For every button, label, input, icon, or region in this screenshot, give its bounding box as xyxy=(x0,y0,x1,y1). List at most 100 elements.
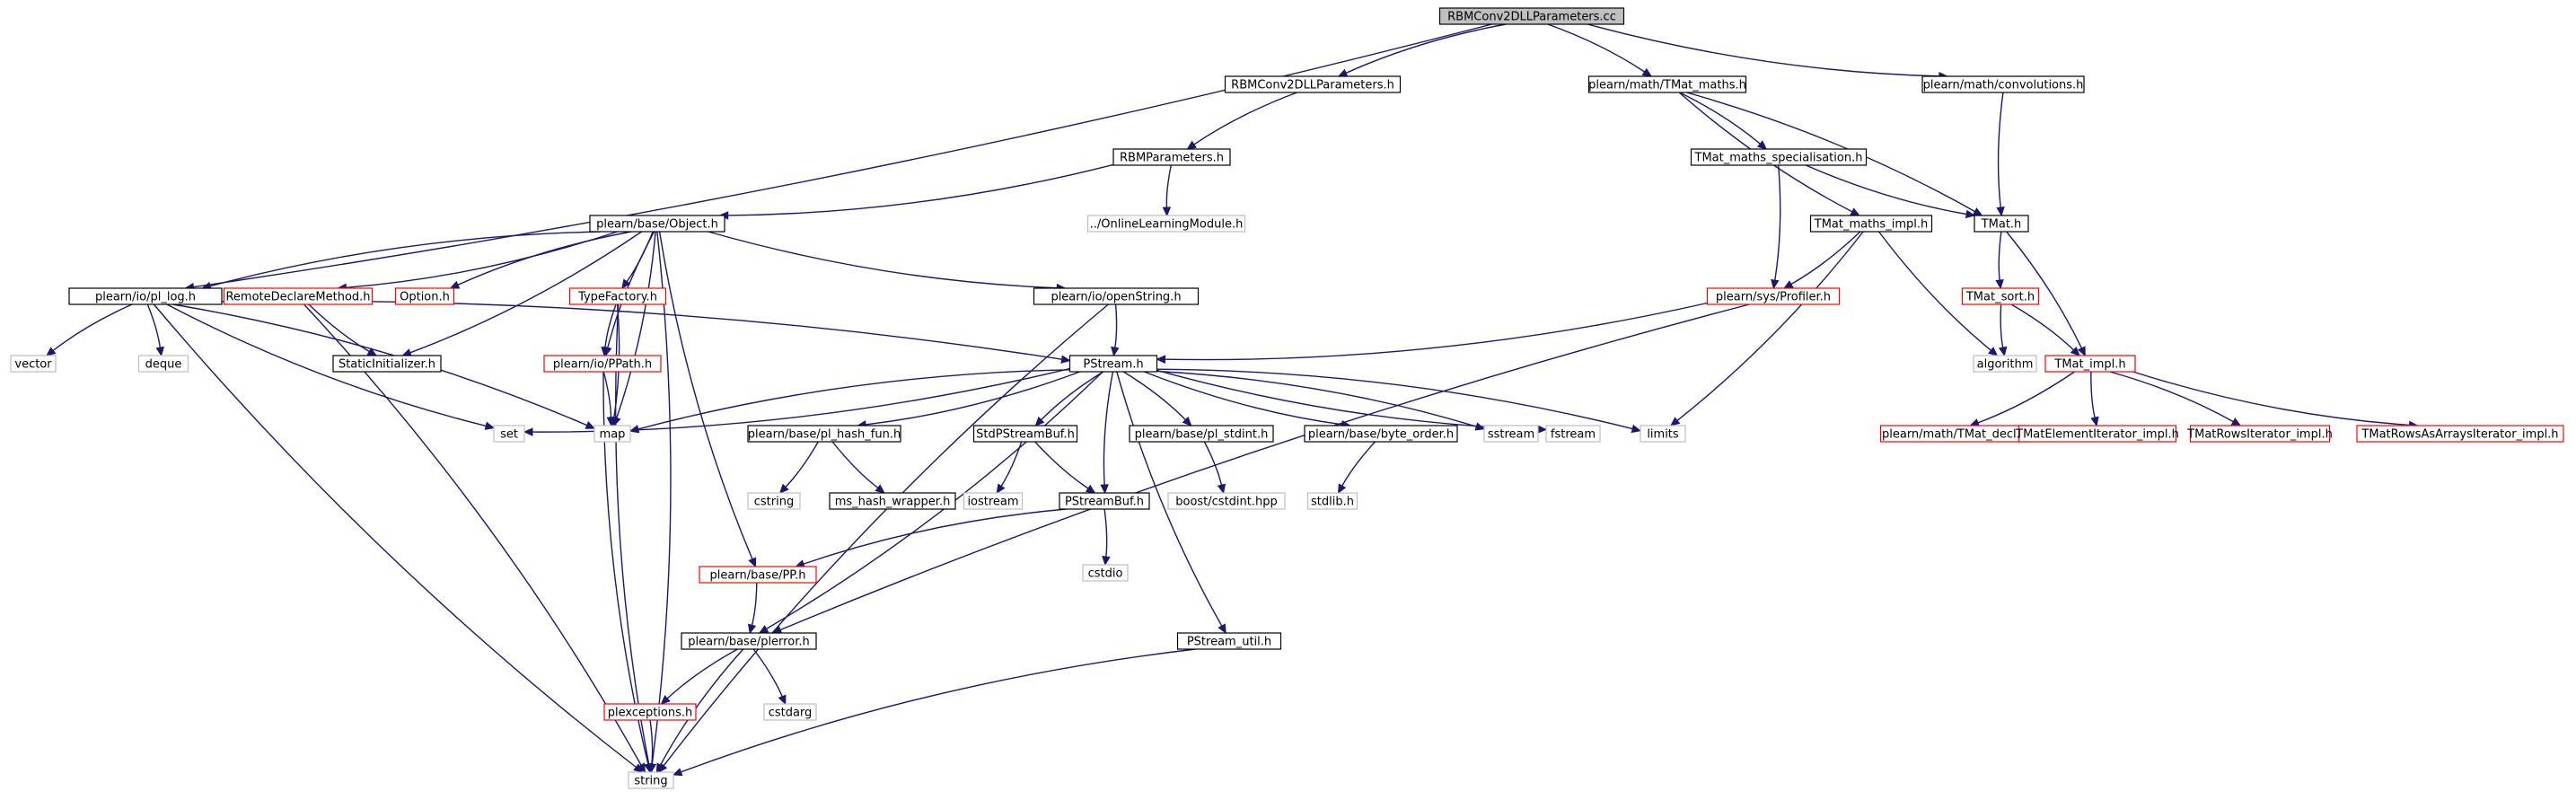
edge-line xyxy=(649,719,654,765)
node-box xyxy=(628,771,674,789)
node-box xyxy=(972,425,1078,443)
node-rbmconvh[interactable]: RBMConv2DLLParameters.h xyxy=(1224,75,1402,93)
node-pstream[interactable]: PStream.h xyxy=(1068,355,1158,373)
edge-line xyxy=(1114,303,1118,348)
node-fstream[interactable]: fstream xyxy=(1545,425,1601,443)
arrow-head-icon xyxy=(1631,424,1642,434)
node-psutil[interactable]: PStream_util.h xyxy=(1176,632,1282,650)
node-boostcstdint[interactable]: boost/cstdint.hpp xyxy=(1167,492,1286,510)
node-rbmparams[interactable]: RBMParameters.h xyxy=(1112,148,1231,166)
edge-pp-to-plerror xyxy=(747,582,758,635)
edge-stdpsbuf-to-iostream xyxy=(996,441,1023,495)
node-label: PStream.h xyxy=(1083,358,1143,372)
node-stdpsbuf[interactable]: StdPStreamBuf.h xyxy=(972,425,1078,443)
arrow-head-icon xyxy=(1537,425,1548,434)
node-byteorder[interactable]: plearn/base/byte_order.h xyxy=(1304,425,1458,443)
edge-tmatsort-to-algorithm xyxy=(1998,303,2008,357)
node-option[interactable]: Option.h xyxy=(394,287,455,305)
edge-line xyxy=(1116,371,1223,627)
edge-line xyxy=(1547,23,1645,73)
node-box xyxy=(603,703,697,721)
node-typefactory[interactable]: TypeFactory.h xyxy=(568,287,667,305)
node-label: vector xyxy=(14,358,52,372)
edge-root-to-tmatmaths xyxy=(1547,23,1653,77)
node-map[interactable]: map xyxy=(593,425,631,443)
node-tmatdecl[interactable]: plearn/math/TMat_decl.h xyxy=(1879,425,2030,443)
node-label: PStream_util.h xyxy=(1187,636,1271,649)
edge-profiler-to-plerror xyxy=(771,303,1750,634)
edge-pstream-to-limits xyxy=(1156,368,1642,434)
arrow-head-icon xyxy=(1641,67,1653,77)
arrow-head-icon xyxy=(621,278,631,289)
node-label: RBMConv2DLLParameters.h xyxy=(1231,79,1394,92)
node-tmatmaths[interactable]: plearn/math/TMat_maths.h xyxy=(1587,75,1747,93)
node-root[interactable]: RBMConv2DLLParameters.cc xyxy=(1438,7,1625,25)
edge-line xyxy=(1878,231,1991,351)
node-plerror[interactable]: plearn/base/plerror.h xyxy=(681,632,817,650)
node-onlinelm[interactable]: ../OnlineLearningModule.h xyxy=(1086,215,1246,233)
node-plstdint[interactable]: plearn/base/pl_stdint.h xyxy=(1129,425,1274,443)
node-profiler[interactable]: plearn/sys/Profiler.h xyxy=(1706,287,1841,305)
node-tmatimpl[interactable]: TMat_impl.h xyxy=(2044,355,2136,373)
node-pllog[interactable]: plearn/io/pl_log.h xyxy=(68,287,223,305)
edge-line xyxy=(308,303,370,353)
node-algorithm[interactable]: algorithm xyxy=(1973,355,2037,373)
node-plhash[interactable]: plearn/base/pl_hash_fun.h xyxy=(747,425,901,443)
edge-line xyxy=(663,303,1109,767)
edge-line xyxy=(1144,371,1342,426)
node-cstdio[interactable]: cstdio xyxy=(1082,564,1129,582)
node-convolutions[interactable]: plearn/math/convolutions.h xyxy=(1921,75,2085,93)
node-limits[interactable]: limits xyxy=(1640,425,1686,443)
node-tmatspec[interactable]: TMat_maths_specialisation.h xyxy=(1690,148,1868,166)
node-box xyxy=(1059,492,1150,510)
node-object[interactable]: plearn/base/Object.h xyxy=(589,215,725,233)
node-mshash[interactable]: ms_hash_wrapper.h xyxy=(829,492,956,510)
edge-line xyxy=(1341,441,1376,487)
arrow-head-icon xyxy=(1156,355,1166,364)
edge-line xyxy=(1790,231,1861,286)
edge-line xyxy=(1156,370,1477,427)
edge-line xyxy=(172,303,587,426)
edge-object-to-option xyxy=(449,231,632,289)
node-box xyxy=(1304,425,1458,443)
node-tmatelem[interactable]: TMatElementIterator_impl.h xyxy=(2015,425,2179,443)
node-stdlib[interactable]: stdlib.h xyxy=(1306,492,1358,510)
edge-line xyxy=(616,231,656,418)
node-tmath[interactable]: TMat.h xyxy=(1974,215,2029,233)
node-tmatimpl2[interactable]: TMat_maths_impl.h xyxy=(1809,215,1933,233)
edge-root-to-convolutions xyxy=(1587,23,1949,81)
node-box xyxy=(1961,287,2040,305)
node-sstream[interactable]: sstream xyxy=(1483,425,1539,443)
node-deque[interactable]: deque xyxy=(137,355,189,373)
node-cstring[interactable]: cstring xyxy=(747,492,801,510)
node-tmatsort[interactable]: TMat_sort.h xyxy=(1961,287,2040,305)
arrow-head-icon xyxy=(637,762,646,774)
node-label: plearn/base/pl_hash_fun.h xyxy=(748,428,901,442)
node-remotedecl[interactable]: RemoteDeclareMethod.h xyxy=(223,287,374,305)
node-box xyxy=(1974,215,2029,233)
node-box xyxy=(963,492,1024,510)
node-label: plearn/io/PPath.h xyxy=(553,358,652,372)
node-cstdarg[interactable]: cstdarg xyxy=(763,703,817,721)
node-string[interactable]: string xyxy=(628,771,674,789)
node-box xyxy=(2356,425,2564,443)
node-pp[interactable]: plearn/base/PP.h xyxy=(699,566,817,584)
edge-line xyxy=(727,163,1114,216)
node-plexceptions[interactable]: plexceptions.h xyxy=(603,703,697,721)
node-ppath[interactable]: plearn/io/PPath.h xyxy=(543,355,662,373)
node-label: TMat_maths_specialisation.h xyxy=(1694,152,1863,165)
node-label: TypeFactory.h xyxy=(577,291,657,304)
node-set[interactable]: set xyxy=(493,425,525,443)
node-iostream[interactable]: iostream xyxy=(963,492,1024,510)
node-label: cstring xyxy=(754,496,794,509)
node-tmatrowsarr[interactable]: TMatRowsAsArraysIterator_impl.h xyxy=(2356,425,2564,443)
node-tmatrows[interactable]: TMatRowsIterator_impl.h xyxy=(2186,425,2333,443)
node-vector[interactable]: vector xyxy=(10,355,57,373)
node-psbuf[interactable]: PStreamBuf.h xyxy=(1059,492,1150,510)
edge-plexceptions-to-string xyxy=(647,719,656,774)
node-box xyxy=(1224,75,1402,93)
node-openstring[interactable]: plearn/io/openString.h xyxy=(1033,287,1200,305)
node-label: plearn/io/pl_log.h xyxy=(95,291,196,304)
node-box xyxy=(10,355,57,373)
node-staticinit[interactable]: StaticInitializer.h xyxy=(332,355,442,373)
